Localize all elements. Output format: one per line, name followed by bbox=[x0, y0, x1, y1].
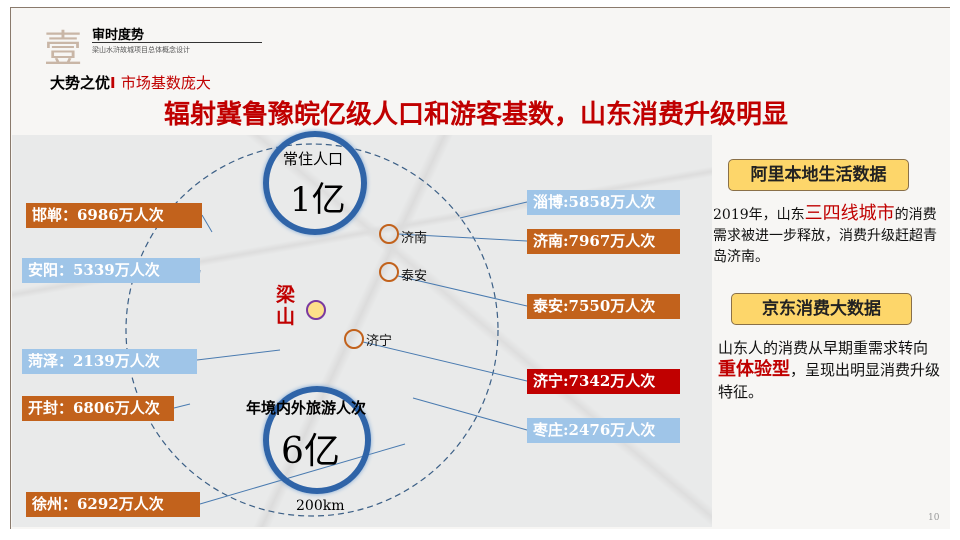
city-stat-box: 泰安:7550万人次 bbox=[527, 294, 680, 319]
city-stat-box: 开封：6806万人次 bbox=[22, 396, 174, 421]
city-stat-box: 安阳：5339万人次 bbox=[22, 258, 200, 283]
city-stat-box: 枣庄:2476万人次 bbox=[527, 418, 680, 443]
city-stat-box: 邯郸：6986万人次 bbox=[26, 203, 202, 228]
project-name: 梁山水浒故城项目总体概念设计 bbox=[92, 46, 190, 54]
tourist-label: 年境内外旅游人次 bbox=[246, 399, 367, 417]
population-ring bbox=[263, 131, 367, 235]
tourist-ring bbox=[263, 386, 371, 494]
liangshan-marker bbox=[306, 300, 326, 320]
jd-data-text: 山东人的消费从早期重需求转向重体验型，呈现出明显消费升级特征。 bbox=[718, 339, 941, 401]
subtitle: 大势之优I 市场基数庞大 bbox=[50, 74, 211, 92]
population-value: 1亿 bbox=[290, 180, 346, 220]
jd-data-heading: 京东消费大数据 bbox=[731, 293, 912, 325]
ali-data-text: 2019年，山东三四线城市的消费需求被进一步释放，消费升级赶超青岛济南。 bbox=[713, 203, 937, 265]
city-label: 济宁 bbox=[366, 334, 393, 349]
tourist-value: 6亿 bbox=[281, 431, 340, 472]
city-stat-box: 徐州：6292万人次 bbox=[26, 492, 200, 517]
section-ordinal: 壹 bbox=[44, 27, 83, 71]
center-city-label: 梁山 bbox=[276, 284, 296, 328]
city-label: 泰安 bbox=[401, 269, 428, 284]
section-title: 审时度势 bbox=[92, 28, 145, 43]
population-label: 常住人口 bbox=[283, 150, 344, 168]
page-title: 辐射冀鲁豫皖亿级人口和游客基数，山东消费升级明显 bbox=[164, 100, 789, 130]
city-stat-box: 济南:7967万人次 bbox=[527, 229, 680, 254]
city-stat-box: 淄博:5858万人次 bbox=[527, 190, 680, 215]
city-label: 济南 bbox=[401, 231, 428, 246]
city-stat-box: 菏泽：2139万人次 bbox=[22, 349, 197, 374]
city-stat-box: 济宁:7342万人次 bbox=[527, 369, 680, 394]
radius-circle bbox=[125, 143, 499, 517]
page-number: 10 bbox=[928, 513, 940, 523]
map-scale: 200km bbox=[296, 498, 345, 514]
ali-data-heading: 阿里本地生活数据 bbox=[728, 159, 909, 191]
